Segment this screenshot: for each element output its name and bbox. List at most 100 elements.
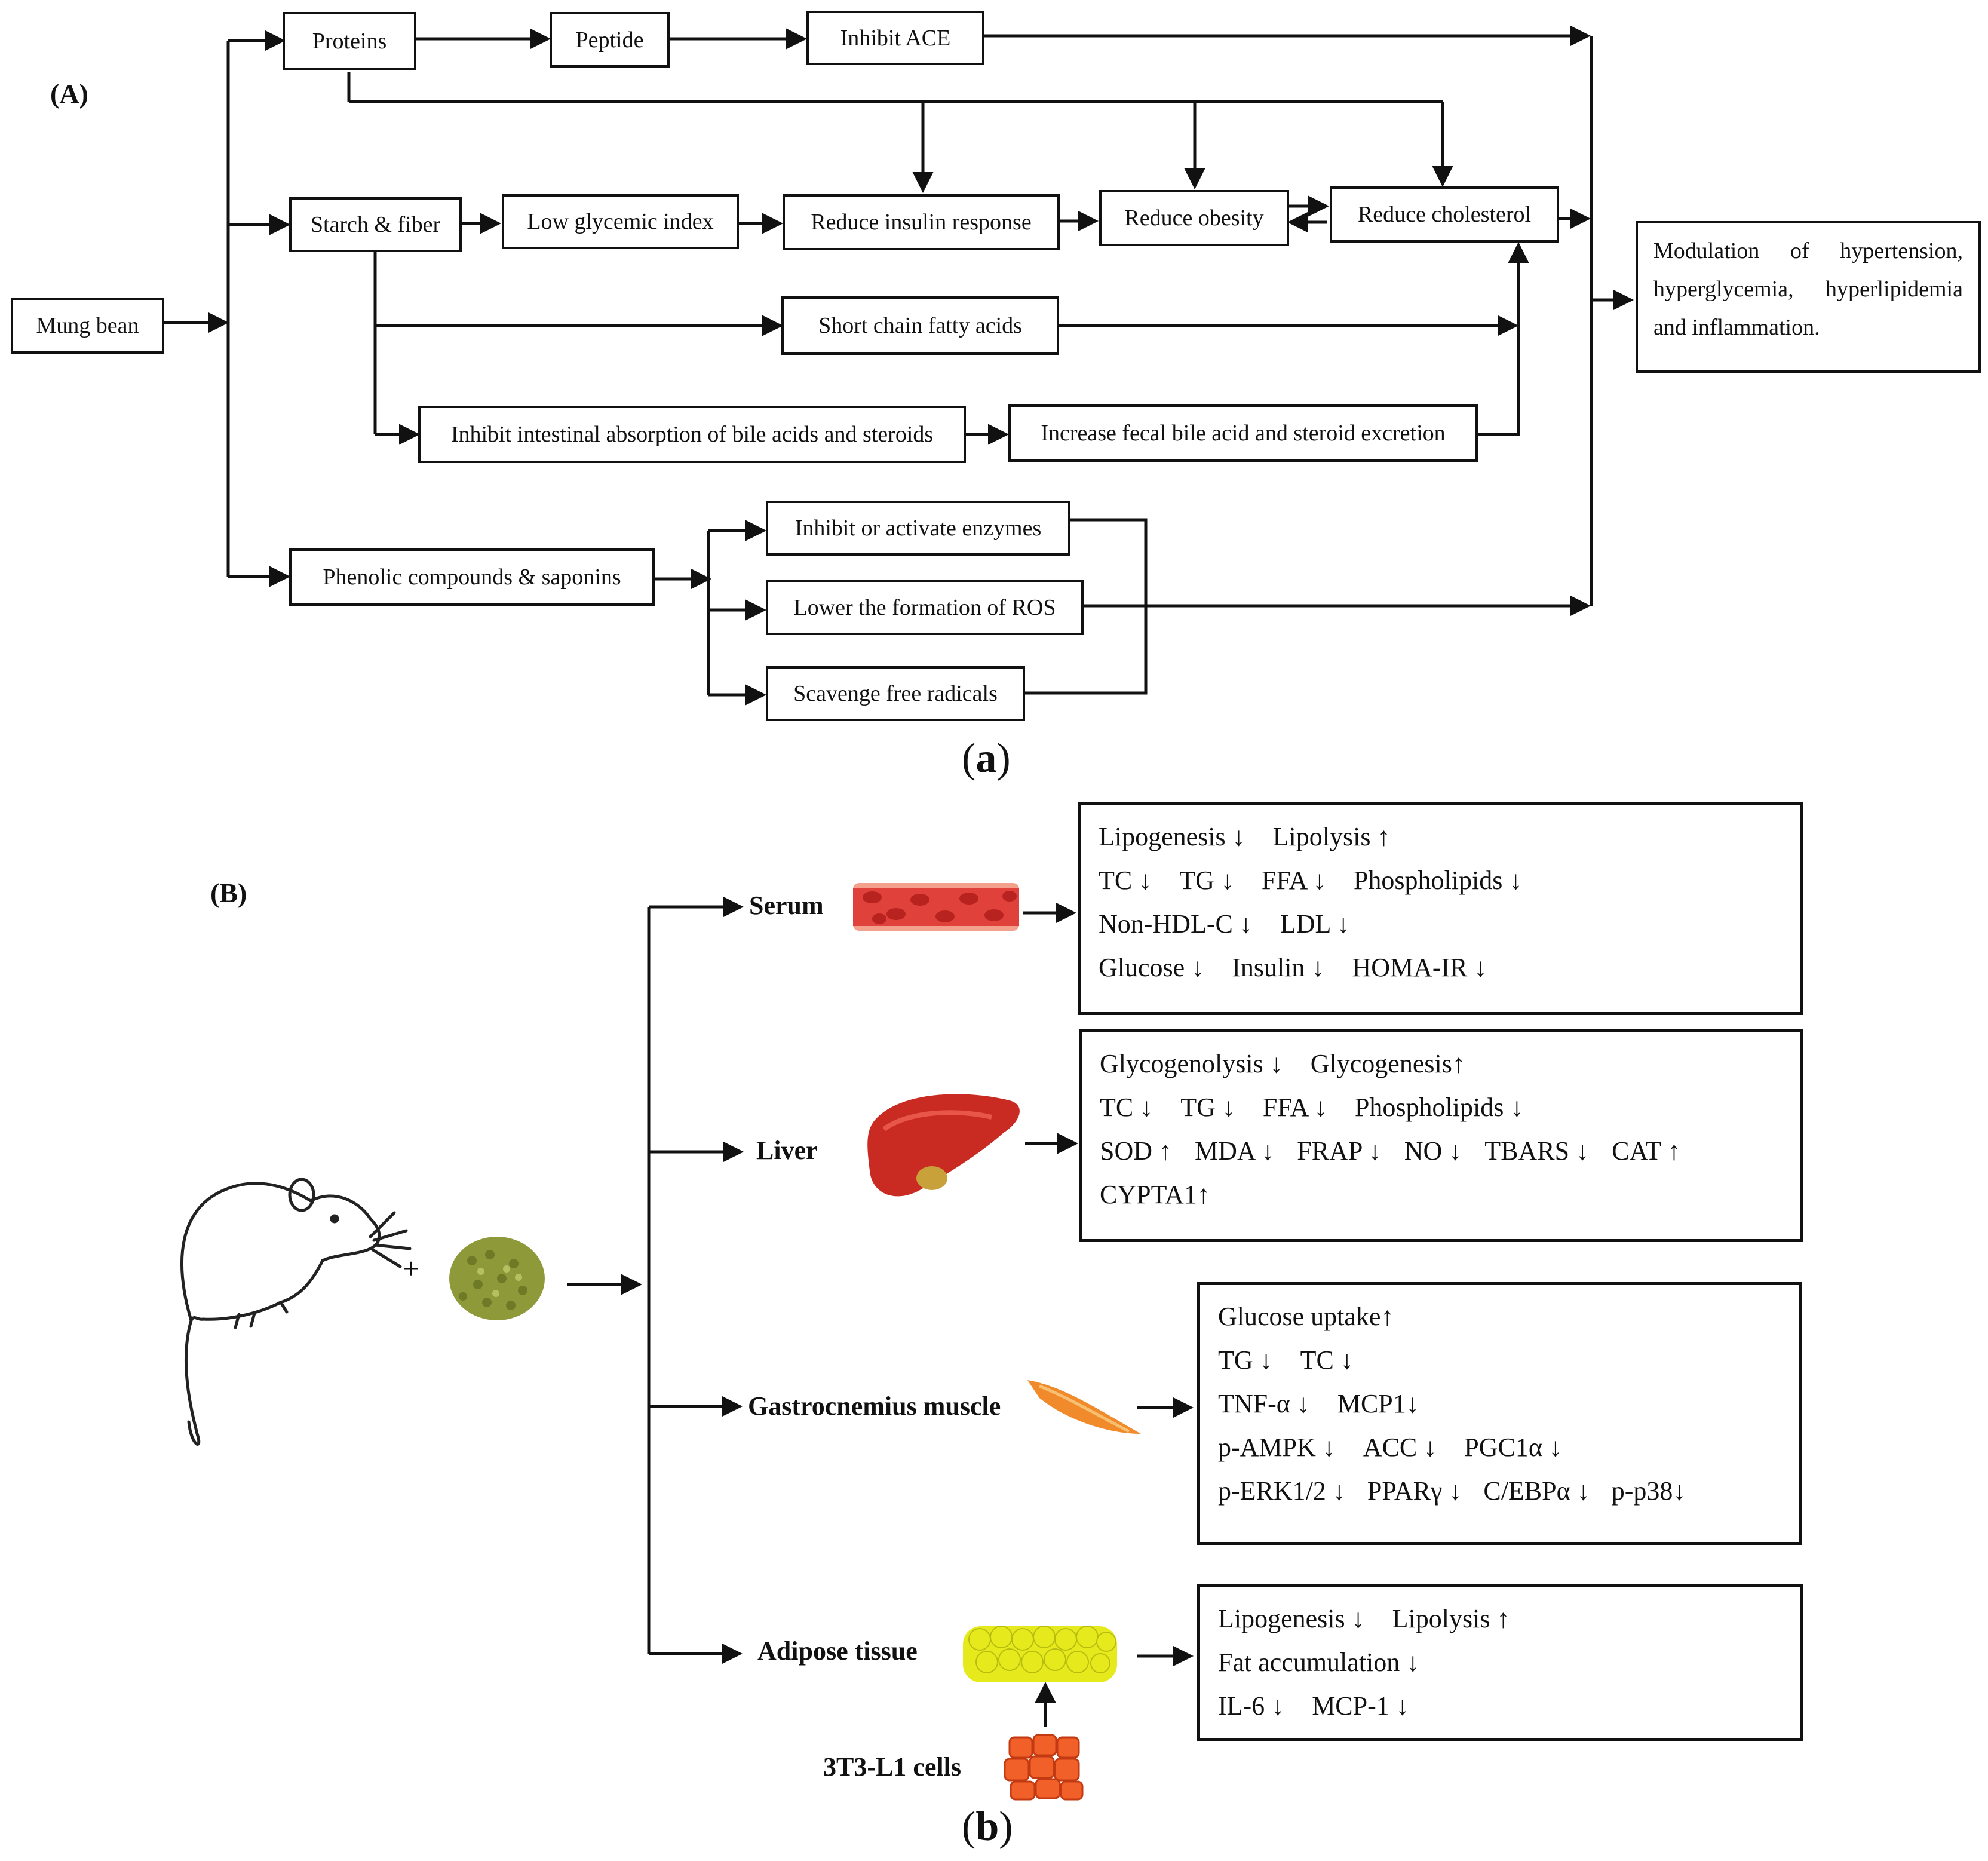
- result-item: Fat accumulation ↓: [1218, 1648, 1420, 1677]
- result-item: Phospholipids ↓: [1353, 866, 1523, 895]
- gastrocnemius-muscle-label: Gastrocnemius muscle: [748, 1391, 1001, 1421]
- phenolic-saponins-box: Phenolic compounds & saponins: [289, 548, 655, 606]
- adipose-results-box: Lipogenesis ↓ Lipolysis ↑ Fat accumulatio…: [1197, 1584, 1803, 1741]
- result-item: ACC ↓: [1363, 1433, 1437, 1462]
- panel-b-caption-letter: b: [975, 1804, 999, 1850]
- plus-sign: +: [403, 1252, 420, 1285]
- liver-label: Liver: [756, 1136, 818, 1165]
- result-item: LDL ↓: [1280, 909, 1350, 939]
- increase-fecal-excretion-box: Increase fecal bile acid and steroid exc…: [1008, 404, 1478, 462]
- muscle-row: TNF-α ↓ MCP1↓: [1218, 1382, 1781, 1425]
- arrow-fecal-cholesterol: [1478, 242, 1529, 436]
- result-item: C/EBPα ↓: [1483, 1476, 1590, 1506]
- reduce-insulin-response-box: Reduce insulin response: [783, 194, 1060, 250]
- result-item: TNF-α ↓: [1218, 1389, 1310, 1418]
- result-item: TC ↓: [1099, 866, 1152, 895]
- modulation-outcome-box: Modulation of hypertension, hyperglycemia,…: [1636, 221, 1981, 373]
- muscle-illustration: [1027, 1380, 1141, 1434]
- result-item: MCP1↓: [1337, 1389, 1419, 1418]
- modulation-word-4: hyperglycemia,: [1653, 277, 1794, 302]
- inhibit-ace-box: Inhibit ACE: [806, 11, 984, 65]
- liver-results-box: Glycogenolysis ↓ Glycogenesis↑ TC ↓ TG ↓ FF…: [1079, 1029, 1803, 1242]
- panel-a-caption-letter: a: [975, 735, 997, 781]
- liver-row: CYPTA1↑: [1100, 1173, 1782, 1216]
- panel-a-caption: (a): [962, 735, 1011, 781]
- muscle-row: p-ERK1/2 ↓ PPARγ ↓ C/EBPα ↓ p-p38↓: [1218, 1469, 1781, 1513]
- liver-row: TC ↓ TG ↓ FFA ↓ Phospholipids ↓: [1100, 1086, 1782, 1129]
- result-item: PPARγ ↓: [1367, 1476, 1462, 1506]
- liver-row: Glycogenolysis ↓ Glycogenesis↑: [1100, 1042, 1782, 1086]
- modulation-word-3: hypertension,: [1840, 238, 1963, 263]
- mouse-illustration: [180, 1178, 412, 1446]
- adipose-row: Fat accumulation ↓: [1218, 1641, 1782, 1684]
- modulation-word-2: of: [1790, 238, 1809, 263]
- proteins-box: Proteins: [283, 12, 416, 70]
- blood-vessel-illustration: [853, 883, 1019, 931]
- serum-row: TC ↓ TG ↓ FFA ↓ Phospholipids ↓: [1099, 859, 1782, 902]
- serum-row: Lipogenesis ↓ Lipolysis ↑: [1099, 815, 1782, 859]
- serum-label: Serum: [749, 891, 824, 920]
- modulation-word-6: and inflammation.: [1653, 315, 1820, 340]
- result-item: HOMA-IR ↓: [1352, 953, 1487, 982]
- result-item: Glycogenesis↑: [1310, 1049, 1465, 1078]
- result-item: Lipogenesis ↓: [1218, 1604, 1365, 1633]
- panel-b-label: (B): [210, 878, 247, 908]
- result-item: Insulin ↓: [1232, 953, 1325, 982]
- result-item: Non-HDL-C ↓: [1099, 909, 1253, 939]
- muscle-row: Glucose uptake↑: [1218, 1295, 1781, 1338]
- inhibit-intestinal-absorption-box: Inhibit intestinal absorption of bile ac…: [418, 406, 966, 463]
- modulation-word-5: hyperlipidemia: [1825, 277, 1963, 302]
- cells-illustration: [1004, 1734, 1084, 1801]
- muscle-row: TG ↓TC ↓: [1218, 1338, 1781, 1382]
- starch-fiber-box: Starch & fiber: [289, 197, 462, 252]
- result-item: Glycogenolysis ↓: [1100, 1049, 1283, 1078]
- panel-b-caption: (b): [962, 1804, 1013, 1850]
- adipose-illustration: [963, 1626, 1117, 1682]
- adipose-row: Lipogenesis ↓ Lipolysis ↑: [1218, 1597, 1782, 1641]
- adipose-tissue-label: Adipose tissue: [757, 1636, 918, 1666]
- reduce-obesity-box: Reduce obesity: [1099, 190, 1289, 246]
- serum-row: Non-HDL-C ↓ LDL ↓: [1099, 902, 1782, 946]
- lower-ros-box: Lower the formation of ROS: [766, 580, 1084, 635]
- result-item: CAT ↑: [1612, 1136, 1681, 1166]
- result-item: PGC1α ↓: [1464, 1433, 1562, 1462]
- liver-illustration: [867, 1094, 1020, 1197]
- adipose-row: IL-6 ↓ MCP-1 ↓: [1218, 1684, 1782, 1728]
- result-item: p-p38↓: [1611, 1476, 1686, 1506]
- result-item: MDA ↓: [1195, 1136, 1275, 1166]
- result-item: Glucose ↓: [1099, 953, 1205, 982]
- 3t3-l1-cells-label: 3T3-L1 cells: [823, 1752, 961, 1782]
- result-item: TG ↓: [1179, 866, 1234, 895]
- result-item: FRAP ↓: [1297, 1136, 1382, 1166]
- result-item: TC ↓: [1300, 1345, 1354, 1375]
- muscle-row: p-AMPK ↓ ACC ↓ PGC1α ↓: [1218, 1425, 1781, 1469]
- result-item: FFA ↓: [1262, 1093, 1327, 1122]
- result-item: TC ↓: [1100, 1093, 1153, 1122]
- reduce-cholesterol-box: Reduce cholesterol: [1330, 186, 1559, 243]
- inhibit-activate-enzymes-box: Inhibit or activate enzymes: [766, 501, 1070, 556]
- panel-a-label: (A): [50, 78, 88, 109]
- serum-row: Glucose ↓ Insulin ↓ HOMA-IR ↓: [1099, 946, 1782, 989]
- result-item: TBARS ↓: [1484, 1136, 1590, 1166]
- mung-bean-box: Mung bean: [11, 298, 164, 354]
- peptide-box: Peptide: [550, 12, 670, 68]
- low-glycemic-index-box: Low glycemic index: [502, 194, 739, 249]
- liver-row: SOD ↑MDA ↓FRAP ↓NO ↓TBARS ↓CAT ↑: [1100, 1129, 1782, 1173]
- result-item: Glucose uptake↑: [1218, 1302, 1394, 1331]
- result-item: Lipolysis ↑: [1272, 822, 1391, 851]
- result-item: TG ↓: [1180, 1093, 1235, 1122]
- result-item: CYPTA1↑: [1100, 1180, 1210, 1209]
- result-item: Lipogenesis ↓: [1099, 822, 1245, 851]
- result-item: p-AMPK ↓: [1218, 1433, 1336, 1462]
- serum-results-box: Lipogenesis ↓ Lipolysis ↑ TC ↓ TG ↓ FFA ↓ Ph…: [1078, 802, 1803, 1015]
- result-item: FFA ↓: [1261, 866, 1326, 895]
- result-item: IL-6 ↓: [1218, 1691, 1285, 1721]
- result-item: MCP-1 ↓: [1312, 1691, 1409, 1721]
- muscle-results-box: Glucose uptake↑ TG ↓TC ↓ TNF-α ↓ MCP1↓ p-…: [1197, 1282, 1802, 1545]
- result-item: Lipolysis ↑: [1392, 1604, 1510, 1633]
- result-item: Phospholipids ↓: [1354, 1093, 1524, 1122]
- modulation-word-1: Modulation: [1653, 238, 1760, 263]
- result-item: p-ERK1/2 ↓: [1218, 1476, 1346, 1506]
- result-item: NO ↓: [1404, 1136, 1462, 1166]
